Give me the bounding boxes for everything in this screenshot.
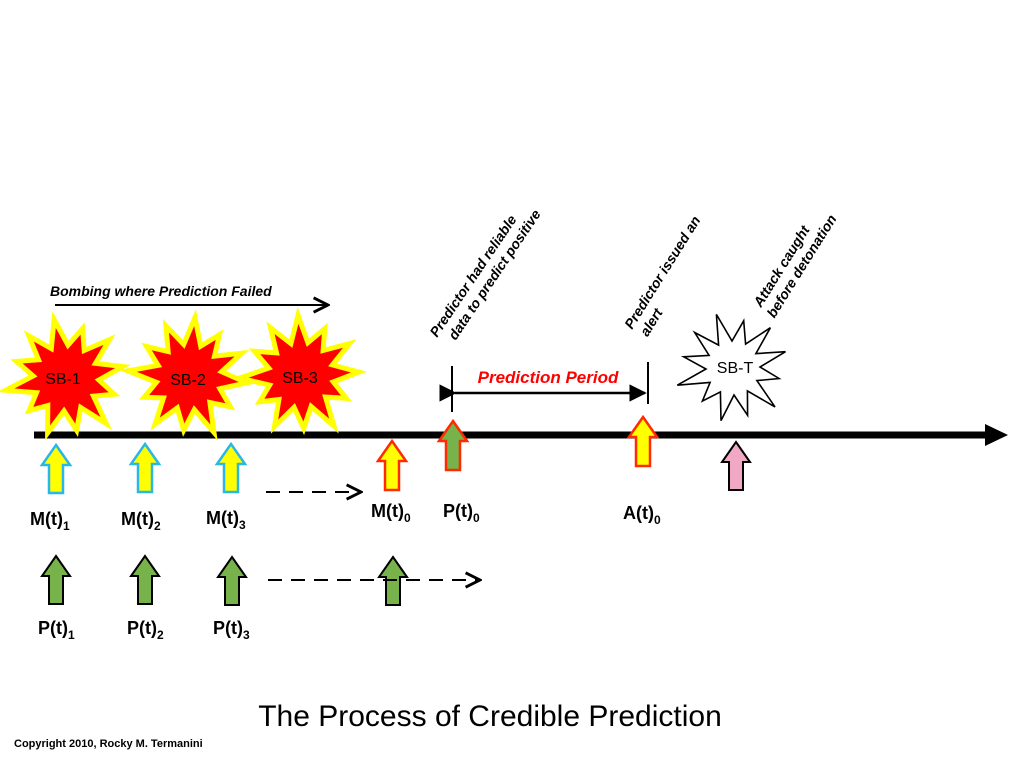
- svg-text:data to predict positive: data to predict positive: [445, 206, 544, 342]
- svg-text:Predictor had reliable: Predictor had reliable: [426, 212, 519, 340]
- burst-sb1: [0, 311, 131, 441]
- burst-sb2: [118, 309, 255, 441]
- label-m0: M(t)0: [371, 501, 411, 525]
- arrow-a0: [626, 414, 660, 468]
- burst-sbt: [676, 313, 786, 421]
- arrow-p3: [216, 555, 248, 606]
- annotation-caught: Attack caught before detonation: [749, 212, 839, 321]
- sb2-label: SB-2: [170, 372, 206, 389]
- page-title: The Process of Credible Prediction: [258, 700, 722, 733]
- annotation-reliable: Predictor had reliable data to predict p…: [426, 206, 544, 342]
- sb1-label: SB-1: [45, 371, 81, 388]
- arrow-m2: [128, 441, 162, 494]
- sbt-label: SB-T: [717, 360, 754, 377]
- label-p1: P(t)1: [38, 618, 75, 642]
- burst-sb3: [230, 306, 367, 436]
- sb3-label: SB-3: [282, 370, 318, 387]
- arrow-m1: [39, 442, 73, 495]
- arrow-sbt: [720, 440, 752, 491]
- arrow-m0: [375, 438, 409, 492]
- label-m1: M(t)1: [30, 509, 70, 533]
- label-p3: P(t)3: [213, 618, 250, 642]
- label-m3: M(t)3: [206, 508, 246, 532]
- prediction-period-label: Prediction Period: [478, 368, 619, 387]
- label-p0: P(t)0: [443, 501, 480, 525]
- timeline-arrowhead: [985, 424, 1008, 446]
- arrow-p0: [436, 418, 470, 472]
- label-m2: M(t)2: [121, 509, 161, 533]
- arrow-p2: [129, 554, 161, 605]
- annotation-alert: Predictor issued an alert: [621, 213, 703, 339]
- arrow-m3: [214, 441, 248, 494]
- label-p2: P(t)2: [127, 618, 164, 642]
- failed-label: Bombing where Prediction Failed: [50, 283, 272, 299]
- arrow-p1: [40, 554, 72, 605]
- label-a0: A(t)0: [623, 503, 661, 527]
- copyright: Copyright 2010, Rocky M. Termanini: [14, 738, 203, 750]
